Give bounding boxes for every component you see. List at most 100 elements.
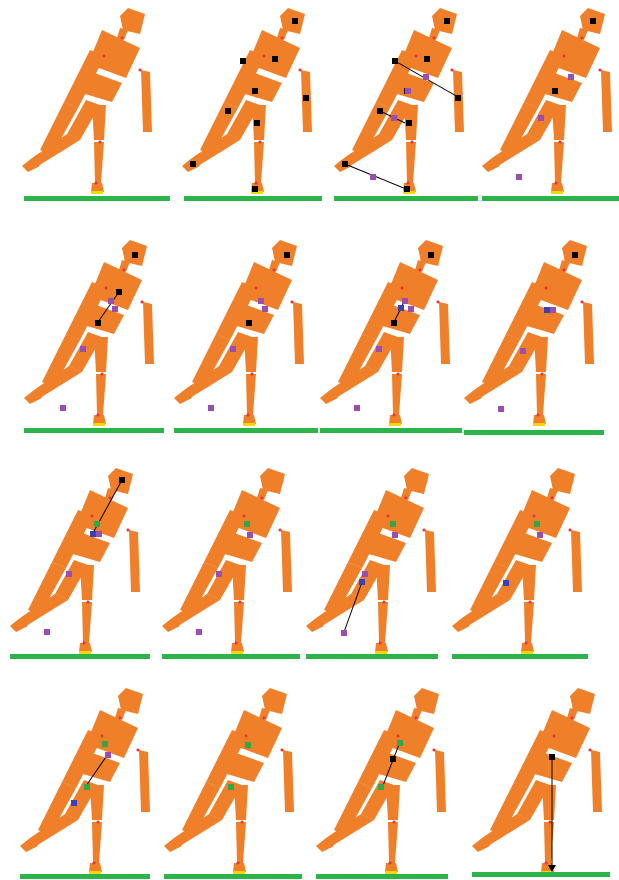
marker-black [392,58,398,64]
mannequin-figure [162,468,292,654]
panel-r2c2 [174,240,318,433]
marker-purple [520,348,526,354]
mannequin-figure [320,240,450,426]
marker-purple [516,174,522,180]
ground-line [24,428,164,433]
marker-green [228,784,234,790]
marker-purple [66,571,72,577]
ground-line [316,874,448,879]
marker-purple [60,405,66,411]
marker-green [84,784,90,790]
marker-purple [96,531,102,537]
marker-purple [402,298,408,304]
marker-purple [498,406,504,412]
marker-black [272,56,278,62]
marker-purple [362,571,368,577]
marker-purple [354,405,360,411]
marker-black [190,161,196,167]
marker-purple [80,346,86,352]
marker-purple [538,115,544,121]
marker-green [244,521,250,527]
marker-green [245,742,251,748]
marker-black [132,252,138,258]
panel-r1c3 [334,8,478,201]
marker-purple [262,306,268,312]
ground-line [10,654,150,659]
panel-r2c1 [24,240,164,433]
marker-purple [423,74,429,80]
marker-black [590,18,596,24]
panel-r3c2 [162,468,300,659]
marker-green [397,740,403,746]
mannequin-figure [334,8,464,194]
marker-black [252,186,258,192]
mannequin-figure [482,8,612,194]
ground-line [334,196,478,201]
marker-purple [392,532,398,538]
panel-r3c3 [306,468,438,659]
marker-blue [359,579,365,585]
marker-black [444,18,450,24]
marker-purple [108,298,114,304]
marker-green [102,741,108,747]
marker-black [284,252,290,258]
marker-blue [503,580,509,586]
ground-line [164,874,302,879]
marker-black [225,108,231,114]
panel-r1c2 [182,8,322,201]
marker-black [572,252,578,258]
marker-black [240,58,246,64]
marker-purple [216,571,222,577]
panel-r4c2 [164,688,302,879]
panel-r3c1 [10,468,150,659]
marker-black [390,756,396,762]
marker-green [534,521,540,527]
marker-purple [408,306,414,312]
ground-line [464,430,604,435]
ground-line [472,872,610,877]
ground-line [20,874,150,879]
panel-r1c1 [22,8,170,201]
ground-line [174,428,318,433]
marker-purple [376,346,382,352]
marker-black [252,88,258,94]
marker-black [424,56,430,62]
marker-blue [90,531,96,537]
mannequin-figure [182,8,312,194]
ground-line [24,196,170,201]
marker-black [246,320,252,326]
marker-black [342,161,348,167]
marker-purple [370,174,376,180]
marker-purple [208,405,214,411]
mannequin-figure [24,240,154,426]
mannequin-figure [174,240,304,426]
panel-r2c4 [464,240,604,435]
marker-blue [398,305,404,311]
marker-purple [230,346,236,352]
marker-purple [568,74,574,80]
mannequin-figure [452,468,582,654]
mannequin-figure [464,240,594,426]
marker-black [391,320,397,326]
ground-line [452,654,588,659]
marker-black [552,88,558,94]
marker-black [116,289,122,295]
marker-black [292,18,298,24]
marker-purple [44,629,50,635]
marker-black [404,186,410,192]
marker-blue [71,800,77,806]
mannequin-figure [164,688,294,874]
marker-black [119,477,125,483]
marker-purple [341,630,347,636]
panel-r4c4 [472,688,610,877]
marker-black [549,754,555,760]
marker-blue [544,307,550,313]
marker-black [428,252,434,258]
marker-green [94,521,100,527]
marker-purple [550,307,556,313]
ground-line [162,654,300,659]
marker-black [95,320,101,326]
marker-purple [258,298,264,304]
marker-green [390,521,396,527]
